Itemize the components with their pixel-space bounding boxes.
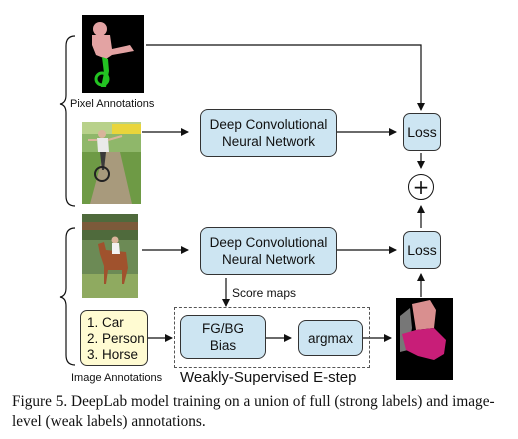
estep-segmentation-output [396, 298, 453, 380]
dcnn-top-node: Deep Convolutional Neural Network [200, 109, 337, 157]
score-maps-label: Score maps [232, 286, 297, 300]
image-annotations-brace [59, 227, 76, 366]
image-annotations-label: Image Annotations [71, 372, 163, 384]
fgbg-bias-node: FG/BG Bias [180, 315, 266, 359]
image-label-item: 1. Car [87, 315, 124, 330]
pixel-annotations-label: Pixel Annotations [70, 98, 155, 110]
arrow-seg-to-loss [146, 44, 425, 111]
pixel-annotations-brace [59, 35, 76, 207]
loss-top-node: Loss [403, 113, 441, 151]
horse-rider-photo [82, 214, 138, 298]
person-bicycle-segmentation-image [82, 15, 144, 93]
sum-node: + [408, 174, 434, 200]
figure-caption: Figure 5. DeepLab model training on a un… [12, 393, 495, 430]
image-labels-box: 1. Car 2. Person 3. Horse [80, 310, 148, 366]
image-label-item: 3. Horse [87, 347, 139, 362]
argmax-node: argmax [298, 320, 363, 356]
dcnn-bottom-node: Deep Convolutional Neural Network [200, 227, 337, 275]
person-bicycle-photo [82, 122, 141, 204]
estep-region [174, 307, 370, 368]
image-label-item: 2. Person [87, 331, 145, 346]
estep-label: Weakly-Supervised E-step [180, 369, 357, 386]
loss-bottom-node: Loss [403, 231, 441, 269]
